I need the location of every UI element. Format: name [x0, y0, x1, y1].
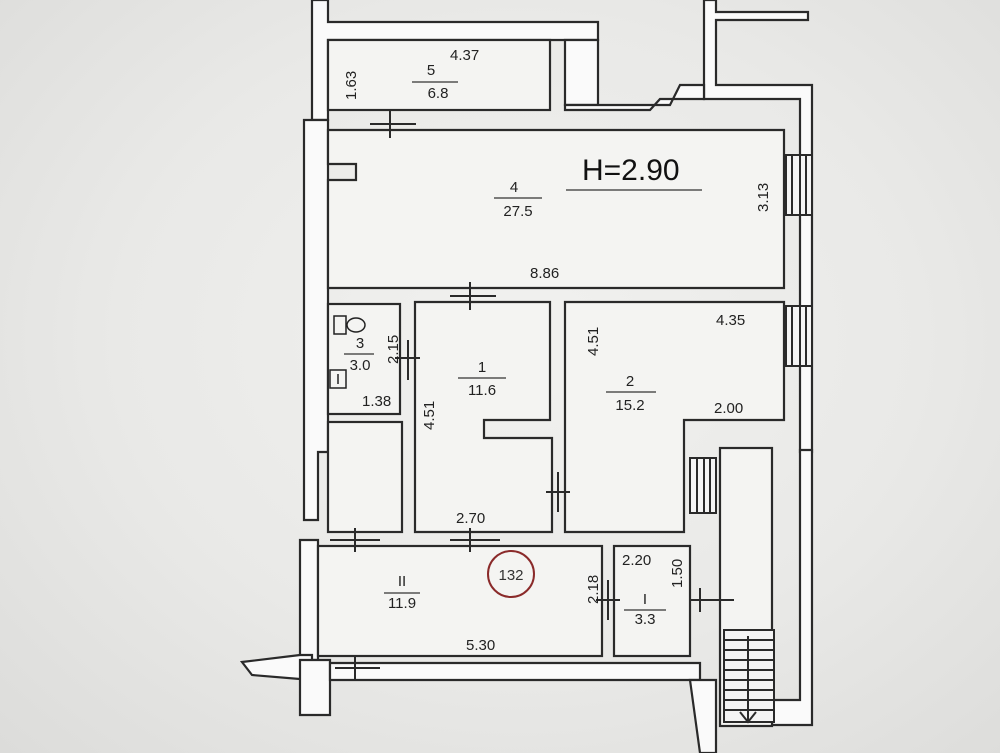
dimension-labels: 4.37 1.63 3.13 8.86 2.15 1.38 4.51 2.70 …	[343, 47, 772, 654]
sink-icon	[329, 369, 347, 389]
dim-r2-width: 4.35	[716, 312, 745, 329]
room-1-number: 1	[478, 359, 486, 376]
dim-r5-width: 4.37	[450, 47, 479, 64]
room-2	[563, 300, 786, 534]
room-5	[326, 38, 706, 112]
window-marks	[689, 154, 813, 514]
room-II-area: 11.9	[388, 595, 416, 612]
toilet-icon	[333, 315, 366, 335]
dim-r3-width: 1.38	[362, 393, 391, 410]
room-I	[612, 544, 692, 658]
room-4	[326, 128, 786, 290]
hall-small	[326, 420, 404, 534]
outer-walls	[239, 0, 814, 753]
room-2-area: 15.2	[615, 397, 644, 414]
room-4-number: 4	[510, 179, 518, 196]
dim-r1-depth: 4.51	[421, 401, 438, 430]
dim-r4-depth: 3.13	[755, 183, 772, 212]
ceiling-height-label: H=2.90	[582, 154, 680, 187]
dim-rI-width: 2.20	[622, 552, 651, 569]
dim-rI-depth: 1.50	[669, 559, 686, 588]
door-marks	[330, 110, 734, 680]
dim-r5-depth: 1.63	[343, 71, 360, 100]
stamp-mark: 132	[487, 550, 535, 598]
dim-rII-width: 5.30	[466, 637, 495, 654]
room-5-area: 6.8	[428, 85, 449, 102]
room-1	[413, 300, 554, 534]
dim-r4-width: 8.86	[530, 265, 559, 282]
dim-rII-depth: 2.18	[585, 575, 602, 604]
fraction-bars	[344, 81, 702, 611]
room-2-number: 2	[626, 373, 634, 390]
room-3-number: 3	[356, 335, 364, 352]
room-4-area: 27.5	[503, 203, 532, 220]
room-II-number: II	[398, 573, 406, 590]
dim-r2-notch: 2.00	[714, 400, 743, 417]
room-5-number: 5	[427, 62, 435, 79]
room-labels: 5 6.8 4 27.5 3 3.0 1 11.6 2 15.2 II 11.9…	[350, 62, 656, 628]
room-1-area: 11.6	[468, 382, 496, 399]
dim-r3-depth: 2.15	[385, 335, 402, 364]
dim-r2-depth: 4.51	[585, 327, 602, 356]
room-I-number: I	[643, 591, 647, 608]
dim-r1-width: 2.70	[456, 510, 485, 527]
room-II	[316, 544, 604, 658]
stamp-number: 132	[498, 567, 523, 584]
stairs-icon	[723, 629, 775, 724]
room-I-area: 3.3	[635, 611, 656, 628]
room-3-area: 3.0	[350, 357, 371, 374]
